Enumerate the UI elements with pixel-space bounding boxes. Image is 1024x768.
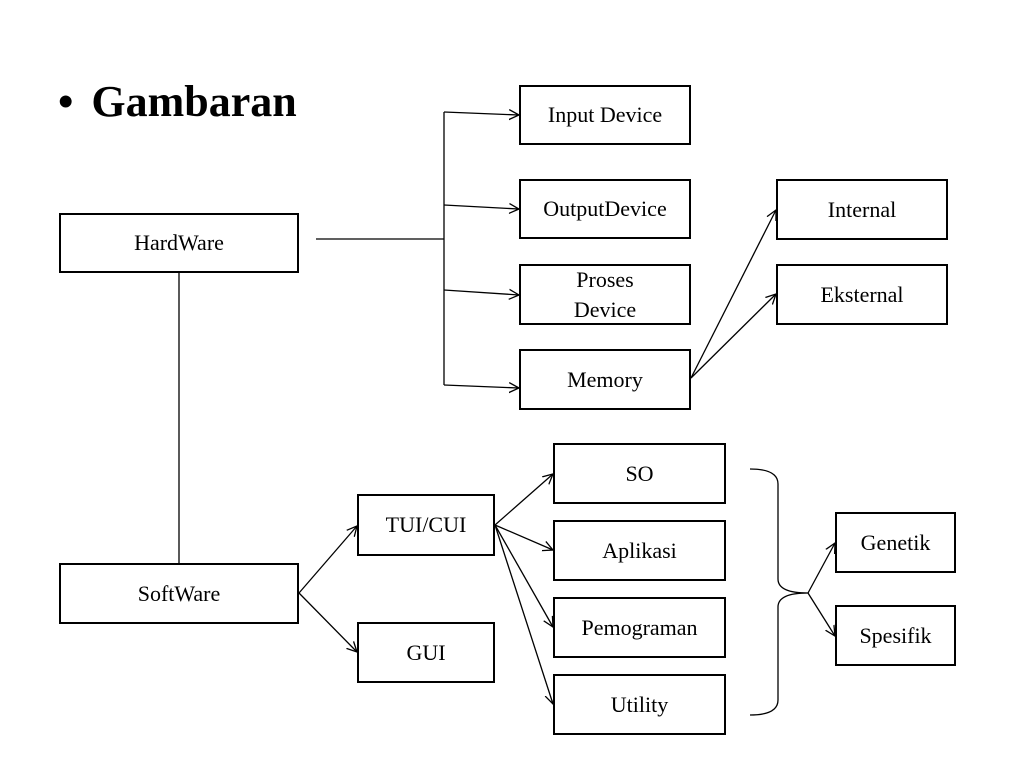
node-aplikasi-label: Aplikasi bbox=[602, 537, 677, 563]
node-genetik: Genetik bbox=[835, 512, 956, 573]
node-memory-label: Memory bbox=[567, 366, 643, 392]
arrow-to-utility bbox=[494, 524, 553, 704]
node-eksternal-label: Eksternal bbox=[820, 281, 904, 307]
node-genetik-label: Genetik bbox=[860, 529, 931, 555]
node-tui-cui: TUI/CUI bbox=[357, 494, 495, 556]
node-gui: GUI bbox=[357, 622, 495, 683]
node-gui-label: GUI bbox=[406, 639, 446, 665]
node-utility-label: Utility bbox=[610, 691, 669, 717]
node-spesifik: Spesifik bbox=[835, 605, 956, 666]
node-internal: Internal bbox=[776, 179, 948, 240]
curly-brace bbox=[749, 468, 809, 716]
node-software-label: SoftWare bbox=[137, 580, 221, 606]
slide-title: • Gambaran bbox=[58, 76, 297, 127]
arrow-to-memory bbox=[443, 385, 519, 388]
node-proses-device: Proses Device bbox=[519, 264, 691, 325]
node-aplikasi: Aplikasi bbox=[553, 520, 726, 581]
node-input-device-label: Input Device bbox=[547, 102, 663, 127]
node-so-label: SO bbox=[625, 460, 654, 486]
node-output-device-label: OutputDevice bbox=[543, 196, 667, 221]
node-eksternal: Eksternal bbox=[776, 264, 948, 325]
arrow-to-tui-cui bbox=[298, 526, 357, 594]
node-pemograman: Pemograman bbox=[553, 597, 726, 658]
node-hardware-label: HardWare bbox=[134, 230, 224, 255]
arrow-to-internal bbox=[690, 210, 776, 379]
node-spesifik-label: Spesifik bbox=[859, 622, 932, 648]
arrow-to-so bbox=[494, 474, 553, 526]
node-hardware: HardWare bbox=[59, 213, 299, 273]
node-utility: Utility bbox=[553, 674, 726, 735]
node-so: SO bbox=[553, 443, 726, 504]
arrow-to-pemograman bbox=[494, 524, 553, 627]
node-memory: Memory bbox=[519, 349, 691, 410]
node-pemograman-label: Pemograman bbox=[581, 614, 698, 640]
arrow-to-aplikasi bbox=[494, 524, 553, 550]
node-input-device: Input Device bbox=[519, 85, 691, 145]
node-output-device: OutputDevice bbox=[519, 179, 691, 239]
arrow-to-proses-device bbox=[443, 290, 519, 295]
node-software: SoftWare bbox=[59, 563, 299, 624]
arrow-to-genetik bbox=[807, 543, 835, 594]
arrow-to-spesifik bbox=[807, 592, 835, 636]
node-proses-device-label-line1: Proses bbox=[576, 266, 634, 292]
arrow-to-eksternal bbox=[690, 294, 776, 379]
node-internal-label: Internal bbox=[827, 196, 897, 222]
arrow-to-output-device bbox=[443, 205, 519, 209]
slide-title-text: Gambaran bbox=[91, 77, 297, 126]
bullet-point: • bbox=[58, 77, 74, 126]
node-proses-device-label-line2: Device bbox=[573, 296, 637, 322]
node-tui-cui-label: TUI/CUI bbox=[385, 512, 467, 537]
arrow-to-gui bbox=[298, 592, 357, 652]
arrow-to-input-device bbox=[443, 112, 519, 115]
